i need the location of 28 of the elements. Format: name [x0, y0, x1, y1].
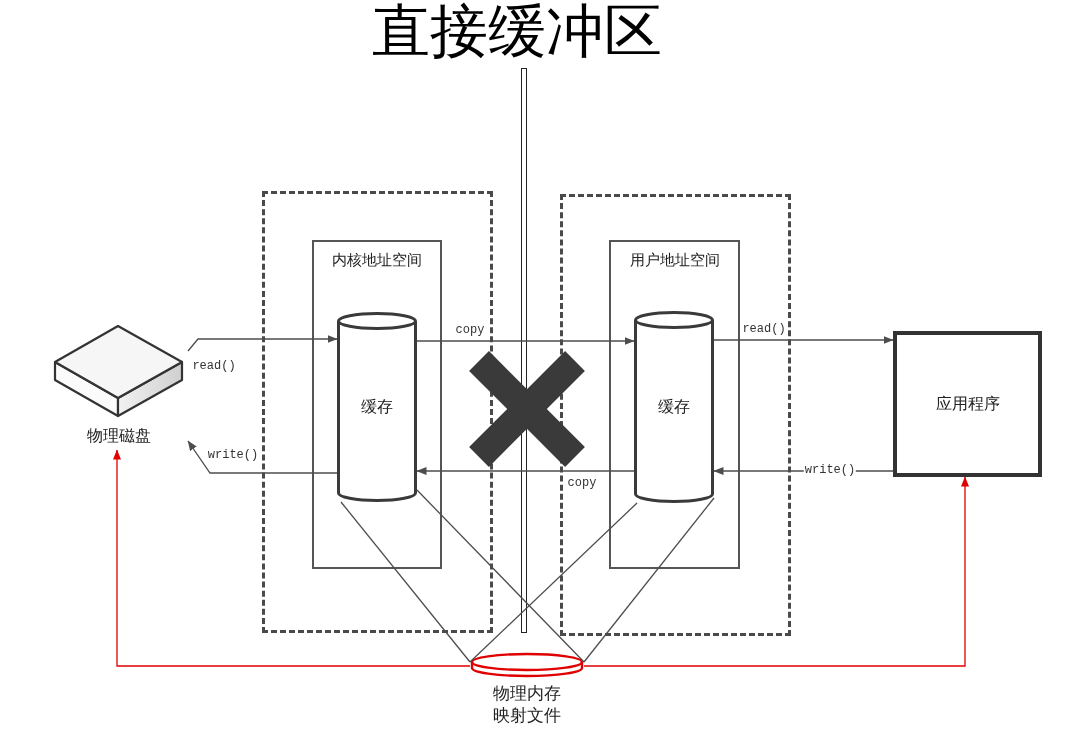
dashed-boundary [262, 191, 493, 633]
edge-label: write() [803, 462, 857, 478]
region-title: 内核地址空间 [332, 251, 422, 269]
region-title: 用户地址空间 [629, 251, 720, 269]
arrow [187, 440, 338, 474]
dashed-boundary [560, 194, 791, 636]
arrow [113, 449, 471, 667]
edge-label: write() [206, 447, 260, 463]
region-frame [609, 240, 740, 569]
region-frame [312, 240, 442, 569]
connector-line [416, 489, 585, 663]
arrow [416, 337, 635, 345]
cache-label: 缓存 [361, 397, 393, 417]
disk-caption: 物理磁盘 [87, 426, 151, 445]
connector-line [583, 497, 715, 663]
app-name: 应用程序 [935, 394, 1000, 414]
arrow [187, 335, 338, 352]
title: 直接缓冲区 [372, 0, 662, 64]
arrow [416, 467, 635, 475]
edge-label: read() [741, 321, 787, 337]
cache-label: 缓存 [658, 397, 690, 417]
edge-label: read() [191, 358, 237, 374]
arrow [713, 336, 894, 344]
memory-caption: 物理内存映射文件 [492, 682, 562, 726]
connector-line [469, 502, 638, 663]
connector-line [340, 501, 471, 663]
arrow [583, 476, 969, 667]
process-box [893, 331, 1042, 477]
